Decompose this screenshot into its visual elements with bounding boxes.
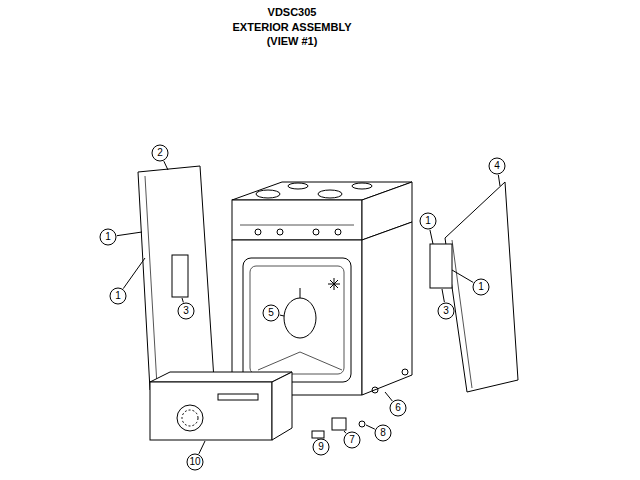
- callout-circle: [187, 454, 203, 470]
- callout-number: 1: [425, 216, 431, 226]
- bake-element: [284, 298, 316, 338]
- burner: [352, 183, 372, 189]
- leader-line: [385, 392, 392, 401]
- callout-circle: [438, 303, 454, 319]
- knob: [313, 229, 319, 235]
- diagram-title: VDSC305: [268, 6, 317, 18]
- callout-number: 10: [189, 457, 200, 467]
- oven-liner: [250, 266, 344, 374]
- callout-circle: [375, 425, 391, 441]
- kick-panel-slot: [218, 394, 258, 400]
- burner: [318, 190, 342, 198]
- panel-flange: [145, 176, 157, 386]
- leader-line: [199, 441, 205, 454]
- knob: [277, 229, 283, 235]
- right-side-panel: [445, 182, 518, 392]
- panel-flange: [452, 240, 472, 388]
- oven-fan: [328, 278, 340, 290]
- oven-side: [362, 222, 412, 395]
- callout-number: 5: [268, 308, 274, 318]
- right-bracket: [430, 244, 452, 288]
- control-rail: [240, 225, 354, 226]
- left-bracket: [172, 255, 188, 297]
- callout-circle: [100, 229, 116, 245]
- oven-rack: [258, 352, 342, 370]
- callout-number: 8: [380, 428, 386, 438]
- oven-cavity: [243, 258, 351, 382]
- callout-number: 1: [115, 291, 121, 301]
- vent-grille: [182, 410, 198, 426]
- leader-line: [117, 232, 142, 236]
- leader-line: [182, 298, 183, 302]
- knob: [335, 229, 341, 235]
- leveling-foot: [402, 369, 408, 375]
- callout-circle: [110, 288, 126, 304]
- callout-group: [100, 145, 505, 470]
- leveling-foot: [372, 387, 378, 393]
- callout-number: 7: [349, 435, 355, 445]
- leader-line: [430, 230, 433, 244]
- element-stem: [300, 288, 301, 298]
- callout-number: 3: [183, 306, 189, 316]
- vent-grille: [177, 405, 203, 431]
- leader-line: [366, 425, 375, 429]
- subtitle: EXTERIOR ASSEMBLY: [233, 21, 352, 33]
- callout-number: 1: [105, 232, 111, 242]
- callout-circle: [420, 213, 436, 229]
- leader-line: [164, 161, 168, 170]
- leader-line: [442, 289, 444, 302]
- kick-panel-top: [150, 372, 292, 382]
- clip: [312, 431, 324, 438]
- callout-number: 1: [478, 282, 484, 292]
- callout-circle: [178, 303, 194, 319]
- callout-circle: [489, 158, 505, 174]
- callout-number: 2: [157, 148, 163, 158]
- leader-line: [280, 315, 284, 317]
- cooktop-front: [232, 200, 362, 240]
- burner: [256, 190, 280, 198]
- callout-circle: [390, 400, 406, 416]
- callout-number: 4: [494, 161, 500, 171]
- leader-line: [452, 270, 473, 282]
- leader-line: [123, 258, 145, 289]
- kick-panel-side: [272, 372, 292, 440]
- callout-circle: [473, 279, 489, 295]
- junction-box: [332, 418, 346, 430]
- kick-panel: [150, 382, 272, 440]
- leader-line: [498, 175, 500, 186]
- callout-number: 6: [395, 403, 401, 413]
- burner: [288, 183, 308, 189]
- callout-number: 3: [443, 306, 449, 316]
- knob: [255, 229, 261, 235]
- callout-circle: [152, 145, 168, 161]
- callout-number: 9: [318, 442, 324, 452]
- subtitle: (VIEW #1): [267, 35, 318, 47]
- callout-circle: [263, 305, 279, 321]
- callout-circle: [344, 432, 360, 448]
- callout-circle: [313, 439, 329, 455]
- leader-line: [344, 431, 346, 433]
- screw: [359, 421, 365, 427]
- left-side-panel: [138, 166, 214, 390]
